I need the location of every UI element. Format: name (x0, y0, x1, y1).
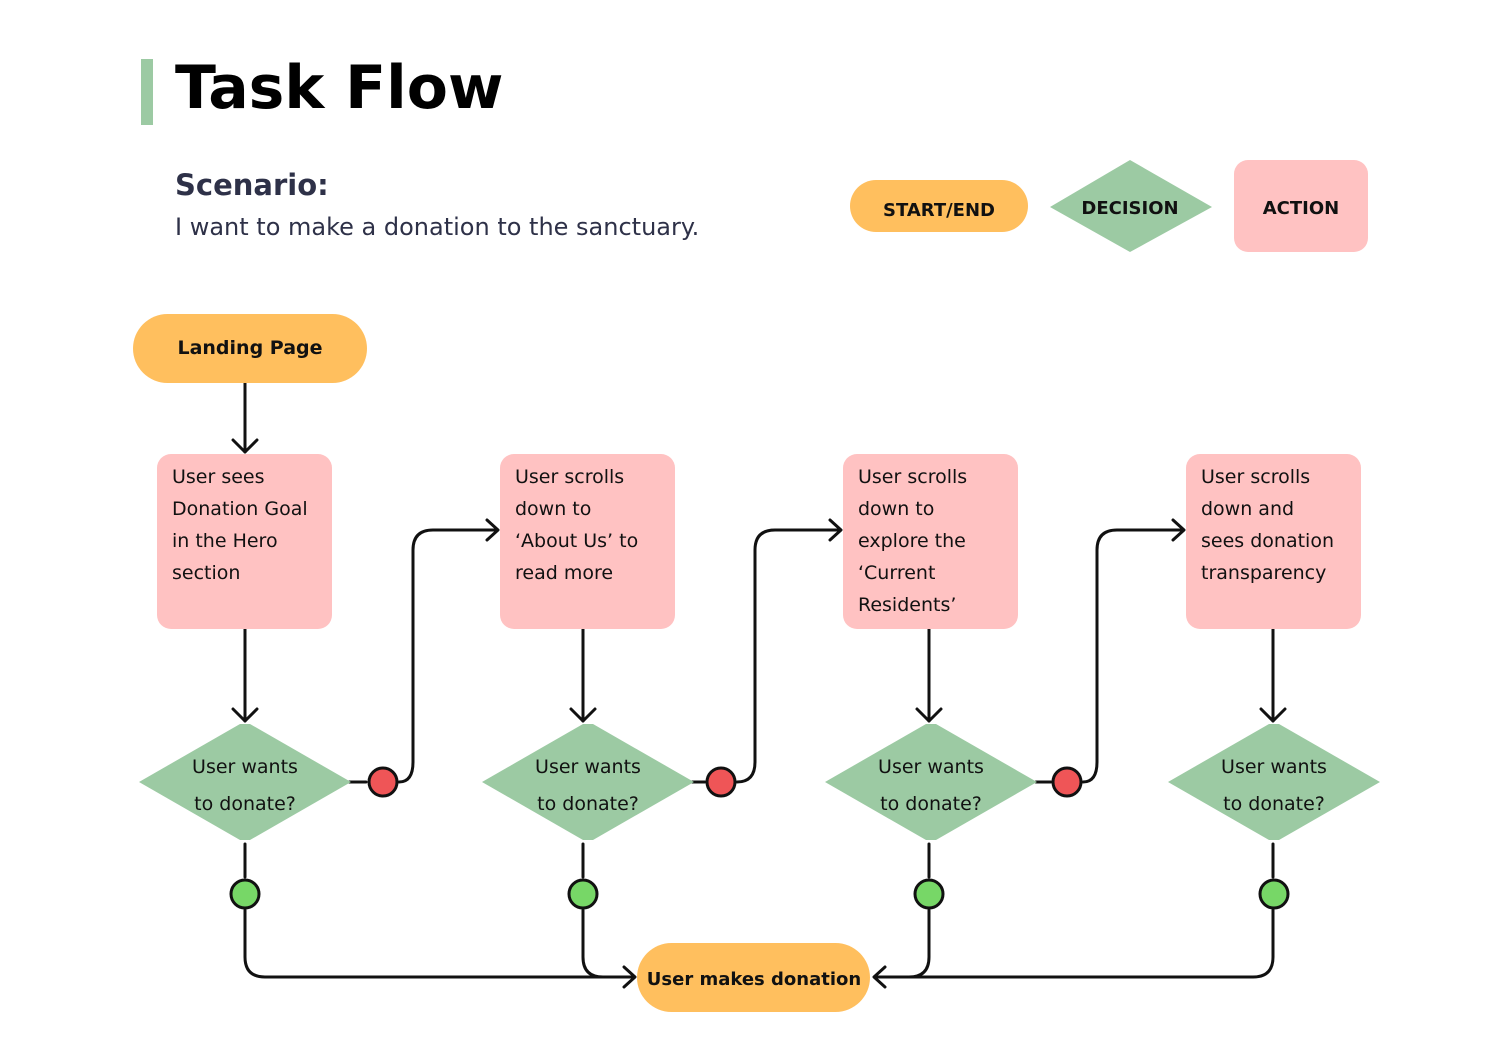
decision-diamond-line: User wants (535, 756, 641, 778)
action-box-line: down and (1201, 498, 1294, 520)
connector-no-1-to-action-2 (347, 528, 499, 784)
arrowhead (231, 438, 259, 454)
no-branch-dot-2 (705, 766, 737, 798)
no-branch-dot-1 (367, 766, 399, 798)
action-box-shape (157, 454, 332, 629)
arrowhead (915, 707, 943, 723)
connector-yes-3-to-end (873, 842, 931, 979)
decision-diamond-line: to donate? (537, 793, 639, 815)
scenario-text: I want to make a donation to the sanctua… (175, 213, 699, 241)
connector-lines (231, 381, 1287, 989)
action-box-line: down to (858, 498, 934, 520)
legend-decision-shape (1050, 160, 1212, 252)
action-box-line: User sees (172, 466, 265, 488)
action-box-line: User scrolls (515, 466, 624, 488)
decision-diamond-1: User wants to donate? (139, 724, 351, 840)
decision-diamond-shape (482, 724, 694, 840)
decision-diamond-shape (1168, 724, 1380, 840)
arrowhead (1171, 518, 1186, 542)
arrowhead (569, 707, 597, 723)
yes-branch-dot-3 (913, 878, 945, 910)
connector-yes-1-to-end (243, 842, 636, 979)
legend: START/END DECISION ACTION (850, 160, 1368, 252)
action-box-line: section (172, 562, 240, 584)
arrowhead (485, 518, 500, 542)
action-box-shape (1186, 454, 1361, 629)
title-accent-bar (141, 59, 153, 125)
action-box-line: explore the (858, 530, 966, 552)
action-box-line: read more (515, 562, 613, 584)
arrowhead (828, 518, 843, 542)
arrowhead (622, 965, 637, 989)
decision-diamond-2: User wants to donate? (482, 724, 694, 840)
decision-diamond-line: User wants (192, 756, 298, 778)
action-box-shape (500, 454, 675, 629)
action-box-line: User scrolls (858, 466, 967, 488)
legend-decision-label: DECISION (1081, 198, 1178, 219)
decision-diamond-3: User wants to donate? (825, 724, 1037, 840)
page-title: Task Flow (175, 53, 503, 123)
decision-diamond-line: to donate? (880, 793, 982, 815)
decision-diamond-line: to donate? (194, 793, 296, 815)
action-box-line: Residents’ (858, 594, 956, 616)
action-box-4: User scrolls down and sees donation transpa… (1186, 454, 1361, 629)
arrowhead (872, 965, 887, 989)
action-box-line: in the Hero (172, 530, 278, 552)
start-node-landing-page (133, 314, 367, 383)
legend-action-shape (1234, 160, 1368, 252)
end-node-label: User makes donation (647, 969, 861, 990)
end-node-user-makes-donation (637, 943, 870, 1012)
action-box-line: Donation Goal (172, 498, 308, 520)
yes-branch-dot-2 (567, 878, 599, 910)
yes-branch-dot-4 (1258, 878, 1290, 910)
arrowhead (231, 707, 259, 723)
action-box-line: ‘About Us’ to (515, 530, 638, 552)
decision-diamond-4: User wants to donate? (1168, 724, 1380, 840)
legend-start-end-shape (850, 180, 1028, 232)
action-box-line: transparency (1201, 562, 1326, 584)
legend-action-label: ACTION (1263, 198, 1339, 219)
start-node-label: Landing Page (177, 337, 322, 359)
no-branch-dot-3 (1051, 766, 1083, 798)
connector-yes-2-to-end (581, 842, 605, 979)
action-box-line: sees donation (1201, 530, 1334, 552)
decision-diamond-line: User wants (878, 756, 984, 778)
arrowhead (1259, 707, 1287, 723)
decision-diamond-line: User wants (1221, 756, 1327, 778)
decision-diamond-shape (139, 724, 351, 840)
action-box-2: User scrolls down to ‘About Us’ to read mor… (500, 454, 675, 629)
connector-yes-4-to-end (907, 842, 1275, 979)
connector-no-3-to-action-4 (1034, 528, 1185, 784)
scenario-label: Scenario: (175, 168, 329, 202)
action-box-3: User scrolls down to explore the ‘CurrentRe… (843, 454, 1018, 629)
decision-diamond-line: to donate? (1223, 793, 1325, 815)
legend-start-end-label: START/END (883, 200, 995, 221)
decision-diamond-shape (825, 724, 1037, 840)
action-box-line: down to (515, 498, 591, 520)
connector-no-2-to-action-3 (690, 528, 842, 784)
action-box-shape (843, 454, 1018, 629)
action-box-line: ‘Current (858, 562, 935, 584)
yes-branch-dot-1 (229, 878, 261, 910)
action-box-line: User scrolls (1201, 466, 1310, 488)
